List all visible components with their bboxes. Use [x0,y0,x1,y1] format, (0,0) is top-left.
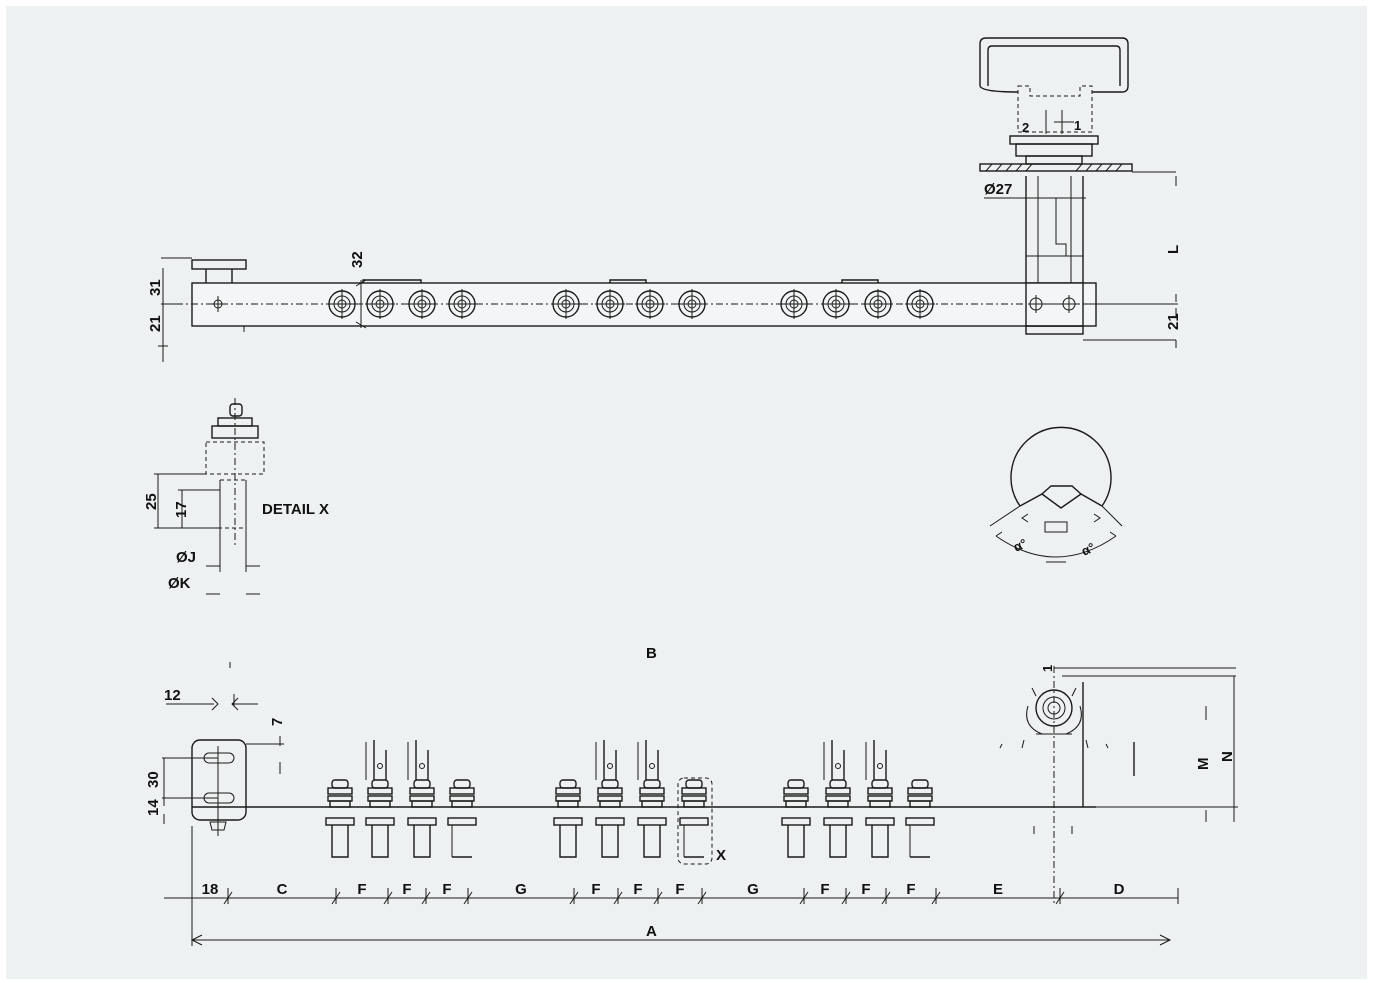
top-fastener [905,289,935,319]
front-fastener [553,779,583,858]
bottom-dim-label: F [442,881,451,898]
dim-7: 7 [269,718,286,726]
handle-mark-2: 2 [1022,120,1029,135]
front-fastener [365,740,395,858]
front-fastener [637,740,667,858]
bottom-dim-label: F [591,881,600,898]
bottom-dim-label: G [747,881,759,898]
dim-N: N [1219,751,1236,762]
top-fastener [779,289,809,319]
detail-x-caption: DETAIL X [262,501,329,518]
dim-1: 1 [1040,665,1055,672]
front-fastener [905,779,935,858]
dim-12: 12 [164,687,181,704]
dim-32-label: 32 [349,251,366,268]
bottom-dim-label: E [993,881,1003,898]
dim-27-label: Ø27 [984,181,1012,198]
top-left-pin [210,296,228,312]
svg-text:α°: α° [1011,536,1029,555]
dims-left-bracket [162,694,284,824]
top-fastener [327,289,357,319]
dim-K: ØK [168,575,191,592]
bottom-dim-label: F [861,881,870,898]
dim-32 [355,279,367,329]
t-handle [979,37,1129,93]
bottom-dim-label: C [277,881,288,898]
bottom-dim-label: F [357,881,366,898]
top-fastener [677,289,707,319]
dim-a: A [646,923,657,940]
dim-31-21-left [158,257,192,362]
drawing-sheet: 2 1 31 21 32 Ø27 L 21 [6,6,1367,979]
top-view: 2 1 31 21 32 Ø27 L 21 [147,37,1182,362]
bottom-dim-label: F [906,881,915,898]
top-shaft [1025,176,1084,283]
dim-L-21-right [1083,171,1177,348]
section-label-b: B [646,645,657,662]
front-view: B X [145,645,1238,946]
front-right-cam [999,666,1135,906]
front-fastener [447,779,477,858]
dim-21-right: 21 [1165,313,1182,330]
bottom-dim-label: F [402,881,411,898]
dim-J: ØJ [176,549,196,566]
bottom-dim-label: F [820,881,829,898]
bottom-dim-label: 18 [202,881,219,898]
top-fastener [863,289,893,319]
handle-mark-1: 1 [1074,118,1081,133]
top-fastener [407,289,437,319]
bottom-dim-label: G [515,881,527,898]
front-left-bracket [191,662,247,836]
front-fastener [407,740,437,858]
front-fastener [781,779,811,858]
front-fastener [865,740,895,858]
lock-collar [1009,85,1099,165]
dim-overall-a [190,934,1172,946]
technical-drawing: 2 1 31 21 32 Ø27 L 21 [143,37,1238,946]
bottom-dim-label: F [633,881,642,898]
rotation-diagram: α° α° [989,426,1123,563]
dim-14: 14 [145,799,162,816]
top-fastener [447,289,477,319]
dim-21-left: 21 [147,315,164,332]
top-left-tab [191,259,247,270]
front-fastener [325,779,355,858]
dim-L: L [1165,245,1182,254]
dim-30: 30 [145,771,162,788]
top-fastener [365,289,395,319]
detail-x-marker: X [716,847,726,864]
top-fastener [595,289,625,319]
top-fasteners [327,289,935,319]
bottom-dimension-chain: 18 C F F F G F F F G F F F E D [164,826,1179,946]
panel-plate [979,163,1133,172]
top-right-pins [1028,295,1080,313]
dim-17: 17 [173,501,190,518]
dims-right-cam [1054,667,1238,822]
top-fastener [635,289,665,319]
front-fasteners [325,740,935,858]
detail-x-view [154,398,265,595]
top-fastener [821,289,851,319]
front-fastener [679,779,709,858]
front-fastener [823,740,853,858]
top-fastener [551,289,581,319]
bottom-dim-label: D [1114,881,1125,898]
front-fastener [595,740,625,858]
dim-M: M [1195,758,1212,771]
dim-31: 31 [147,279,164,296]
dim-25: 25 [143,493,160,510]
svg-text:α°: α° [1079,540,1097,559]
bottom-dim-label: F [675,881,684,898]
